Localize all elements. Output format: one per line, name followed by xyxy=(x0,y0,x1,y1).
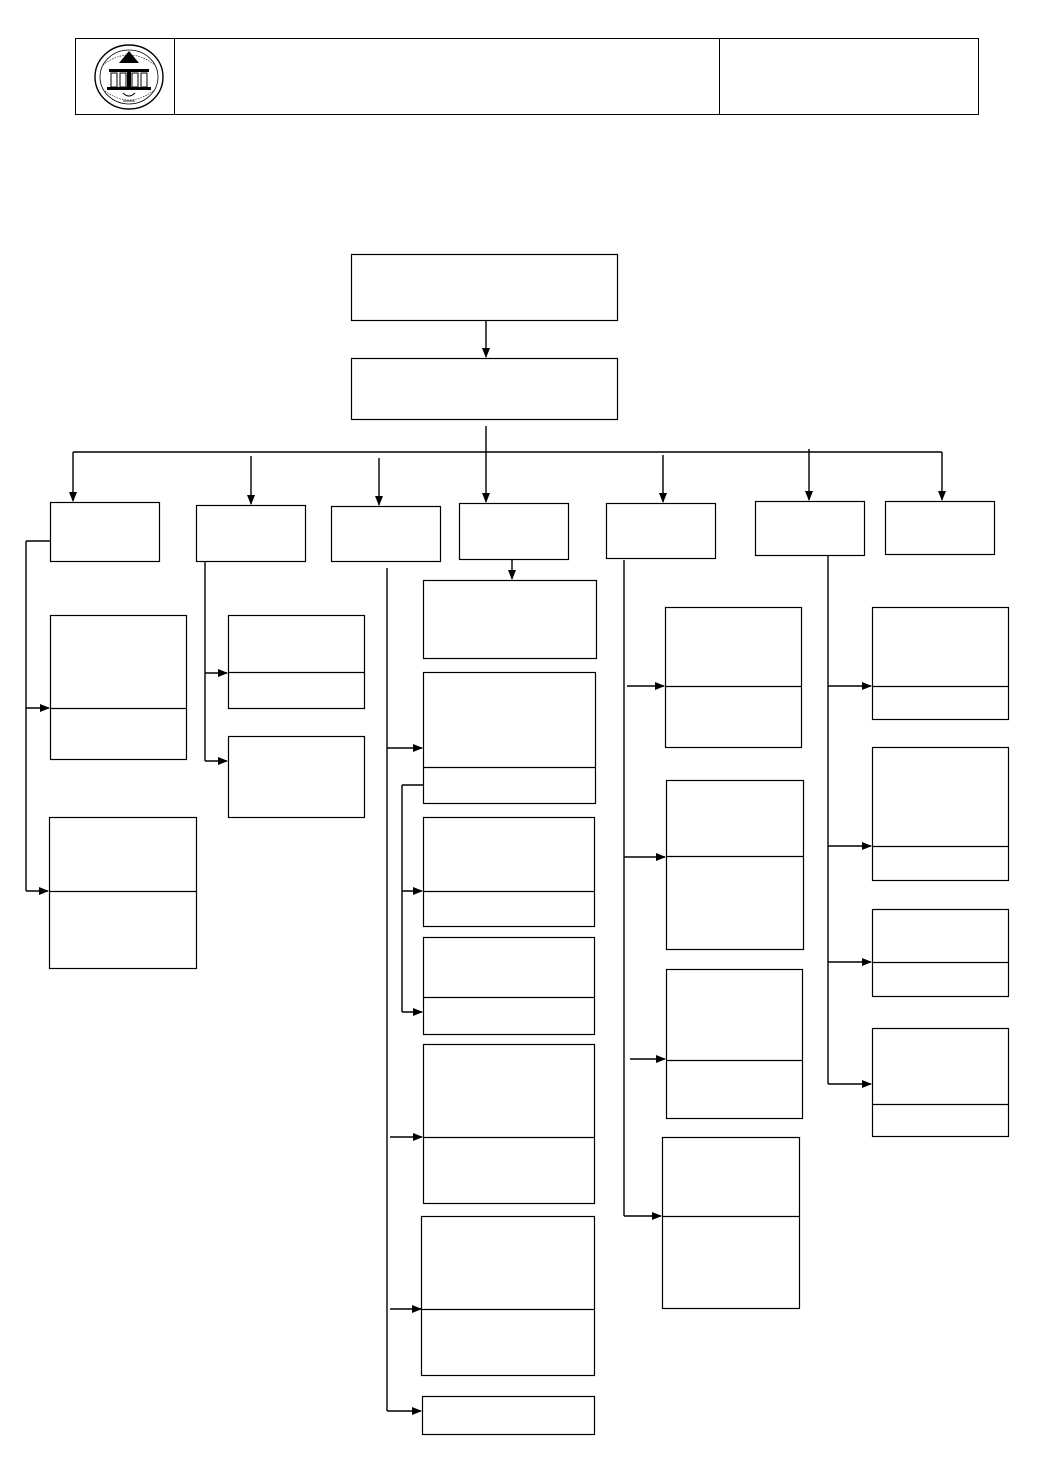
unit-box-d5-2 xyxy=(665,779,805,951)
document-title-cell xyxy=(175,39,720,114)
unit-box-d2-1 xyxy=(227,614,366,710)
unit-box-d6-4 xyxy=(871,1027,1010,1138)
unit-box-d1-2 xyxy=(48,816,198,970)
unit-box-d2-2 xyxy=(227,735,366,819)
document-header xyxy=(75,38,979,115)
unit-box-d6-1 xyxy=(871,606,1010,721)
unit-box-d3-4 xyxy=(422,1043,596,1205)
unit-box-d6-2 xyxy=(871,746,1010,882)
second-level-box xyxy=(350,357,619,421)
chart-boxes xyxy=(48,253,1010,1436)
institution-seal-icon xyxy=(94,44,164,110)
department-box-6 xyxy=(754,500,866,557)
unit-box-d3-1 xyxy=(422,671,597,805)
department-box-5 xyxy=(605,502,717,560)
unit-box-d3-6 xyxy=(421,1395,596,1436)
department-box-7 xyxy=(884,500,996,556)
unit-box-d3-5 xyxy=(420,1215,596,1377)
department-box-4 xyxy=(458,502,570,561)
unit-box-d3-2 xyxy=(422,816,596,928)
department-box-1 xyxy=(49,501,161,563)
unit-box-d3-3 xyxy=(422,936,596,1036)
unit-box-d5-1 xyxy=(664,606,803,749)
unit-box-d1-1 xyxy=(49,614,188,761)
unit-box-d6-3 xyxy=(871,908,1010,998)
connector-lines xyxy=(25,320,946,1415)
unit-box-d5-3 xyxy=(665,968,804,1120)
department-box-3 xyxy=(330,505,442,563)
unit-box-d5-4 xyxy=(661,1136,801,1310)
department-box-2 xyxy=(195,504,307,563)
unit-box-d4-1 xyxy=(422,579,598,660)
logo-cell xyxy=(76,39,175,114)
root-box xyxy=(350,253,619,322)
